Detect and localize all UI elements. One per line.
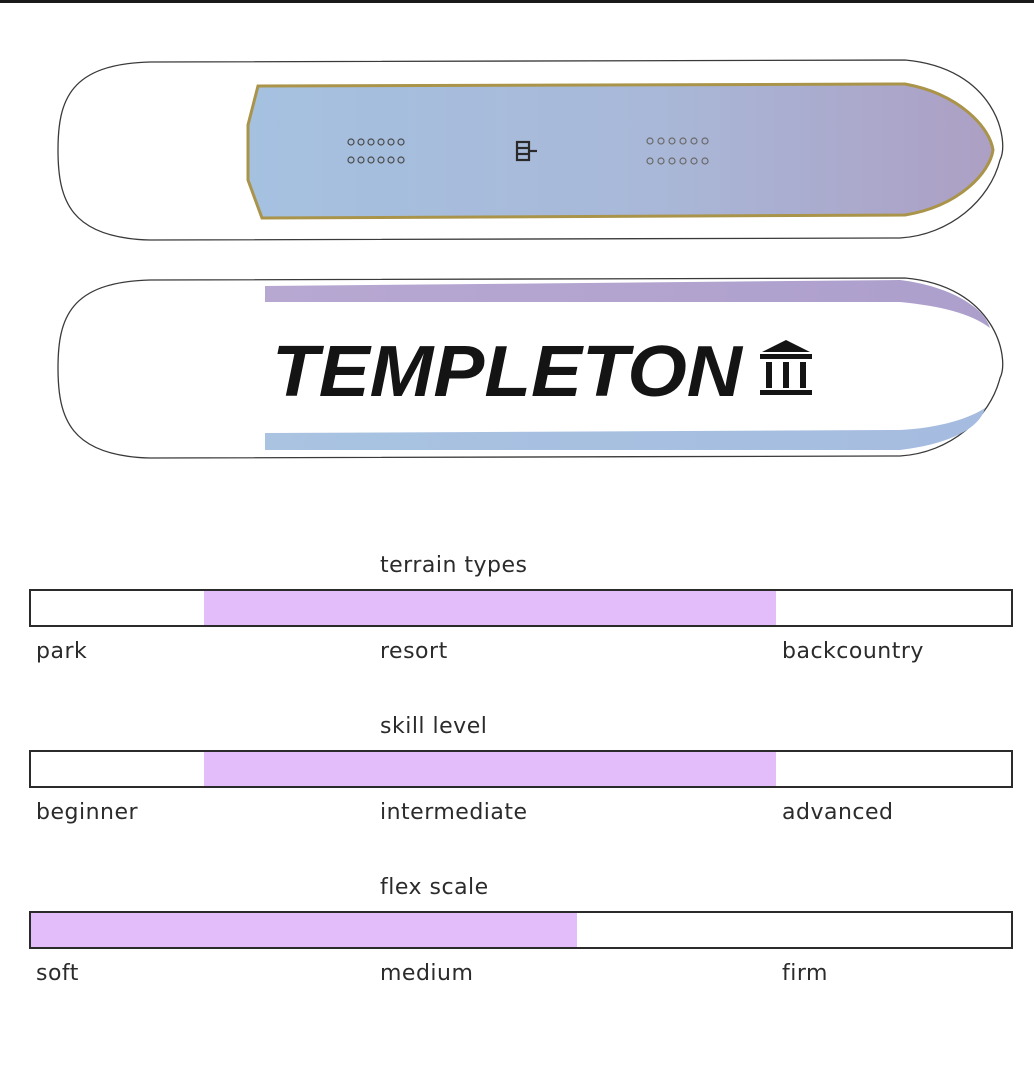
scale-label-high: advanced <box>782 800 894 825</box>
scale-title: skill level <box>380 714 488 739</box>
insert-pattern-rear <box>347 138 405 164</box>
scale-label-high: backcountry <box>782 639 924 664</box>
insert-pattern-front <box>646 137 709 165</box>
scale-label-low: park <box>36 639 88 664</box>
snowboard-base-graphic: TEMPLETON <box>0 268 1034 468</box>
brand-mark-icon <box>515 140 537 162</box>
scale-fill <box>204 752 776 786</box>
scale-label-mid: intermediate <box>380 800 528 825</box>
brand-wordmark: TEMPLETON <box>272 332 744 412</box>
snowboard-topsheet-graphic <box>0 50 1034 250</box>
base-stripe-top <box>265 280 990 328</box>
scale-title: terrain types <box>380 553 528 578</box>
top-divider <box>0 0 1034 3</box>
scale-label-mid: resort <box>380 639 448 664</box>
base-stripe-bottom <box>265 408 985 450</box>
scale-flex: flex scale soft medium firm <box>0 875 1034 986</box>
scale-skill-level: skill level beginner intermediate advanc… <box>0 714 1034 825</box>
scale-terrain-types: terrain types park resort backcountry <box>0 553 1034 664</box>
topsheet-graphic <box>246 82 995 220</box>
scale-title: flex scale <box>380 875 489 900</box>
scale-label-low: beginner <box>36 800 139 825</box>
scale-fill <box>31 913 577 947</box>
scale-label-mid: medium <box>380 961 474 986</box>
temple-icon <box>760 340 812 395</box>
scale-label-low: soft <box>36 961 79 986</box>
board-outline <box>57 277 1004 459</box>
scale-bar <box>29 589 1013 627</box>
scale-label-high: firm <box>782 961 828 986</box>
scale-bar <box>29 750 1013 788</box>
scale-bar <box>29 911 1013 949</box>
scale-fill <box>204 591 776 625</box>
